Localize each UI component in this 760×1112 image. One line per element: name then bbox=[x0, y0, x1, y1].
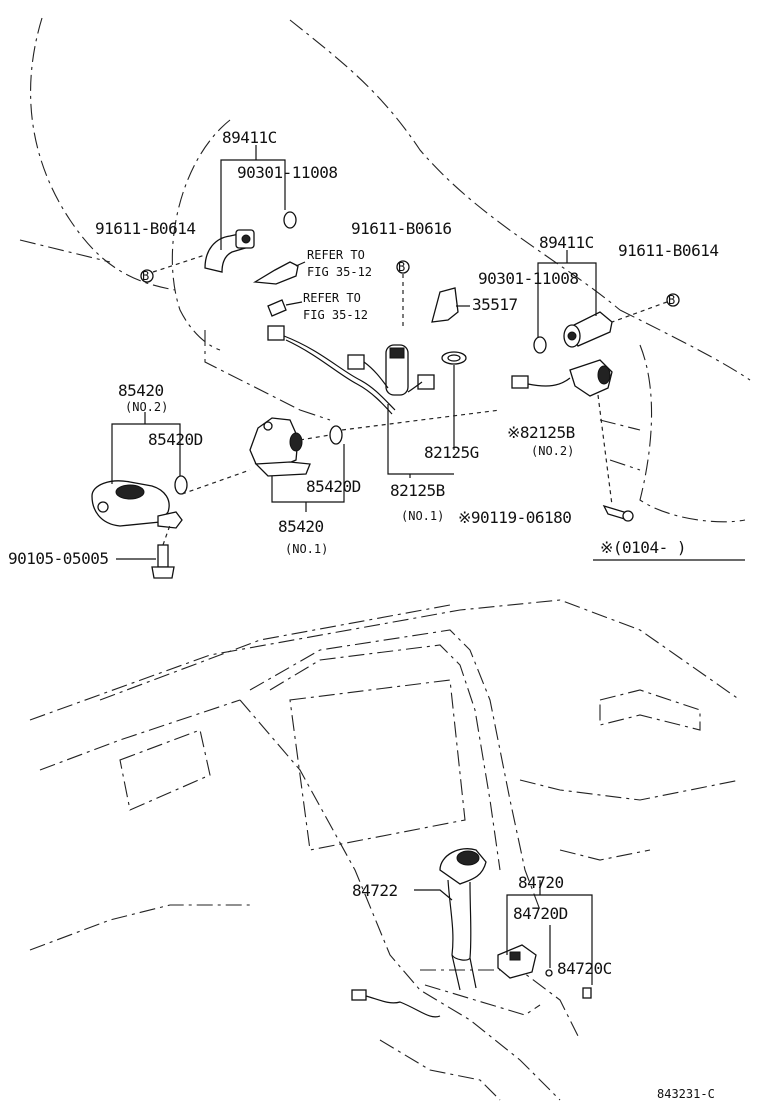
label-90119-06180: ※90119-06180 bbox=[458, 508, 571, 527]
bolt-90119-06180 bbox=[602, 504, 634, 522]
label-90301-11008-left: 90301-11008 bbox=[237, 163, 337, 182]
label-91611-B0616: 91611-B0616 bbox=[351, 219, 451, 238]
bolt-91611-B0614-right: B bbox=[666, 293, 680, 307]
switch-84720 bbox=[497, 944, 537, 979]
bolt-90105-05005 bbox=[151, 544, 175, 579]
label-89411C-right: 89411C bbox=[539, 233, 594, 252]
label-91611-B0614-left: 91611-B0614 bbox=[95, 219, 195, 238]
label-no1-right: (NO.1) bbox=[401, 509, 444, 523]
label-no2-left: (NO.2) bbox=[125, 400, 168, 414]
label-91611-B0614-right: 91611-B0614 bbox=[618, 241, 718, 260]
label-note-0104: ※(0104- ) bbox=[600, 538, 686, 557]
leader-lines bbox=[111, 145, 745, 561]
label-84720C: 84720C bbox=[557, 959, 612, 978]
bolt-91611-B0614-left: B bbox=[140, 269, 154, 283]
sensor-89411C-right bbox=[563, 311, 613, 348]
seal-90301-right bbox=[533, 336, 547, 354]
bracket-35517 bbox=[431, 287, 459, 323]
bracket-lower bbox=[267, 299, 287, 317]
label-refer-to-1: REFER TO bbox=[307, 248, 365, 262]
label-85420D-left: 85420D bbox=[148, 430, 203, 449]
label-85420-no1: 85420 bbox=[278, 517, 324, 536]
sensor-85420-no2 bbox=[91, 480, 183, 529]
svg-text:B: B bbox=[142, 269, 149, 283]
leader-lines-lower bbox=[414, 880, 593, 985]
label-35517: 35517 bbox=[472, 295, 518, 314]
svg-text:B: B bbox=[398, 260, 405, 274]
label-fig-35-12-2: FIG 35-12 bbox=[303, 308, 368, 322]
label-refer-to-2: REFER TO bbox=[303, 291, 361, 305]
label-85420-no2: 85420 bbox=[118, 381, 164, 400]
seal-85420D-left bbox=[174, 475, 188, 495]
label-82125B-no2: ※82125B bbox=[507, 423, 575, 442]
label-89411C-left: 89411C bbox=[222, 128, 277, 147]
label-figure-number: 843231-C bbox=[657, 1087, 715, 1101]
grommet-82125G bbox=[441, 351, 467, 365]
screw-84720C bbox=[582, 987, 592, 999]
shift-lever-84722 bbox=[439, 848, 487, 991]
sensor-85420-no1 bbox=[249, 417, 311, 477]
sensor-89411C-left bbox=[204, 229, 255, 273]
label-no2-right: (NO.2) bbox=[531, 444, 574, 458]
svg-text:B: B bbox=[668, 293, 675, 307]
harness-82125 bbox=[267, 325, 435, 415]
label-82125G: 82125G bbox=[424, 443, 479, 462]
harness-82125B-no2 bbox=[511, 359, 613, 397]
wire-connector-lower bbox=[351, 989, 441, 1018]
bolt-91611-B0616: B bbox=[396, 260, 410, 274]
label-90105-05005: 90105-05005 bbox=[8, 549, 108, 568]
bracket-upper bbox=[252, 261, 299, 285]
label-90301-11008-right: 90301-11008 bbox=[478, 269, 578, 288]
seal-90301-left bbox=[283, 211, 297, 229]
label-85420D-center: 85420D bbox=[306, 477, 361, 496]
screw-84720D bbox=[545, 969, 553, 977]
label-no1-left: (NO.1) bbox=[285, 542, 328, 556]
label-84720D: 84720D bbox=[513, 904, 568, 923]
console-outline bbox=[29, 599, 741, 1101]
label-84722: 84722 bbox=[352, 881, 398, 900]
seal-85420D-center bbox=[329, 425, 343, 445]
label-fig-35-12-1: FIG 35-12 bbox=[307, 265, 372, 279]
body-outline bbox=[19, 17, 751, 523]
part-labels: 89411C 90301-11008 91611-B0614 91611-B06… bbox=[8, 128, 719, 1101]
label-82125B-no1: 82125B bbox=[390, 481, 445, 500]
label-84720: 84720 bbox=[518, 873, 564, 892]
